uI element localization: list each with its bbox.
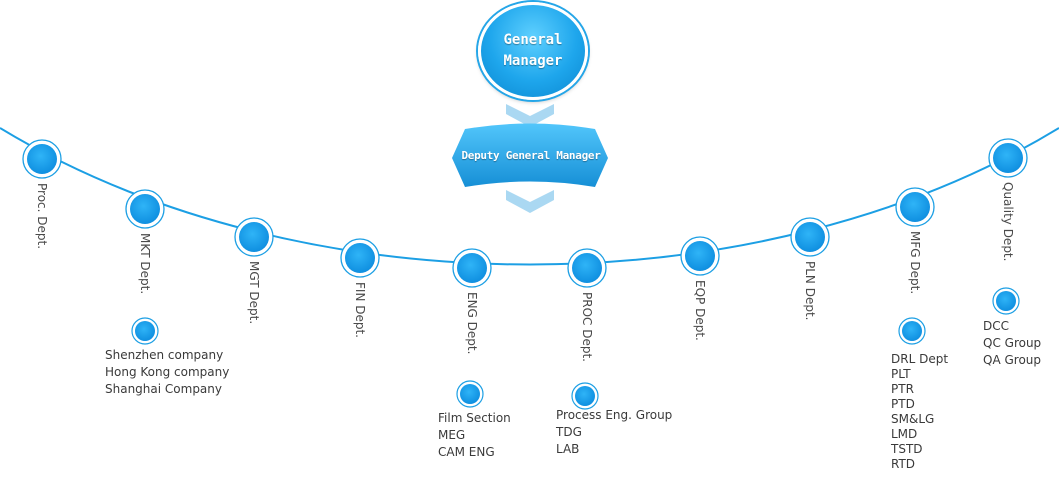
- sub-unit-node-fill: [575, 386, 595, 406]
- sub-unit-item: Hong Kong company: [105, 365, 230, 379]
- department-node: [988, 138, 1028, 178]
- sub-unit-item: LMD: [891, 427, 918, 441]
- department-label: EQP Dept.: [693, 280, 707, 341]
- department-node: [452, 248, 492, 288]
- department-node: [22, 139, 62, 179]
- department-node: [234, 217, 274, 257]
- department-node: [680, 236, 720, 276]
- deputy-general-manager-banner: [452, 123, 608, 187]
- sub-unit-item: TSTD: [891, 442, 923, 456]
- sub-unit-item: LAB: [556, 442, 580, 456]
- department-node-fill: [239, 222, 269, 252]
- sub-unit-item: Process Eng. Group: [556, 408, 673, 422]
- department-node: [895, 187, 935, 227]
- sub-unit-item: CAM ENG: [438, 445, 495, 459]
- sub-unit-node-fill: [460, 384, 480, 404]
- department-label: ENG Dept.: [465, 292, 479, 355]
- sub-unit-item: MEG: [438, 428, 466, 442]
- sub-unit-item: RTD: [891, 457, 916, 471]
- sub-unit-item: QC Group: [983, 336, 1042, 350]
- department-node-fill: [27, 144, 57, 174]
- general-manager-node: General Manager: [478, 2, 588, 100]
- sub-unit-item: Shenzhen company: [105, 348, 224, 362]
- department-node: [340, 238, 380, 278]
- sub-unit-item: DCC: [983, 319, 1009, 333]
- general-manager-label: General Manager: [503, 32, 563, 69]
- department-label: Quality Dept.: [1001, 182, 1015, 262]
- sub-unit-node-fill: [135, 321, 155, 341]
- department-label: PLN Dept.: [803, 261, 817, 321]
- department-node-fill: [572, 253, 602, 283]
- department-node-fill: [457, 253, 487, 283]
- sub-unit-node: [131, 317, 159, 345]
- sub-unit-list: DCC QC Group QA Group: [983, 318, 1041, 369]
- department-label: PROC Dept.: [580, 292, 594, 362]
- sub-unit-node: [571, 382, 599, 410]
- sub-unit-item: Film Section: [438, 411, 511, 425]
- sub-unit-node: [898, 317, 926, 345]
- sub-unit-item: Shanghai Company: [105, 382, 222, 396]
- department-label: FIN Dept.: [353, 282, 367, 338]
- sub-unit-item: TDG: [556, 425, 582, 439]
- department-label: MFG Dept.: [908, 231, 922, 295]
- department-node-fill: [130, 194, 160, 224]
- department-node-fill: [795, 222, 825, 252]
- chevron-down-icon: [506, 190, 554, 213]
- sub-unit-node-fill: [996, 291, 1016, 311]
- sub-unit-item: PTR: [891, 382, 914, 396]
- sub-unit-item: QA Group: [983, 353, 1042, 367]
- department-label: MGT Dept.: [247, 261, 261, 325]
- sub-unit-node: [456, 380, 484, 408]
- sub-unit-item: PTD: [891, 397, 915, 411]
- sub-unit-node-fill: [902, 321, 922, 341]
- department-label: Proc. Dept.: [35, 183, 49, 250]
- department-node-fill: [993, 143, 1023, 173]
- department-node: [567, 248, 607, 288]
- department-node-fill: [685, 241, 715, 271]
- sub-unit-item: SM&LG: [891, 412, 935, 426]
- department-node-fill: [345, 243, 375, 273]
- sub-unit-node: [992, 287, 1020, 315]
- sub-unit-item: DRL Dept: [891, 352, 949, 366]
- department-node-fill: [900, 192, 930, 222]
- sub-unit-item: PLT: [891, 367, 911, 381]
- deputy-general-manager-label: Deputy General Manager: [461, 149, 601, 162]
- department-label: MKT Dept.: [138, 233, 152, 295]
- department-node: [125, 189, 165, 229]
- department-node: [790, 217, 830, 257]
- chevron-down-icon: [506, 104, 554, 127]
